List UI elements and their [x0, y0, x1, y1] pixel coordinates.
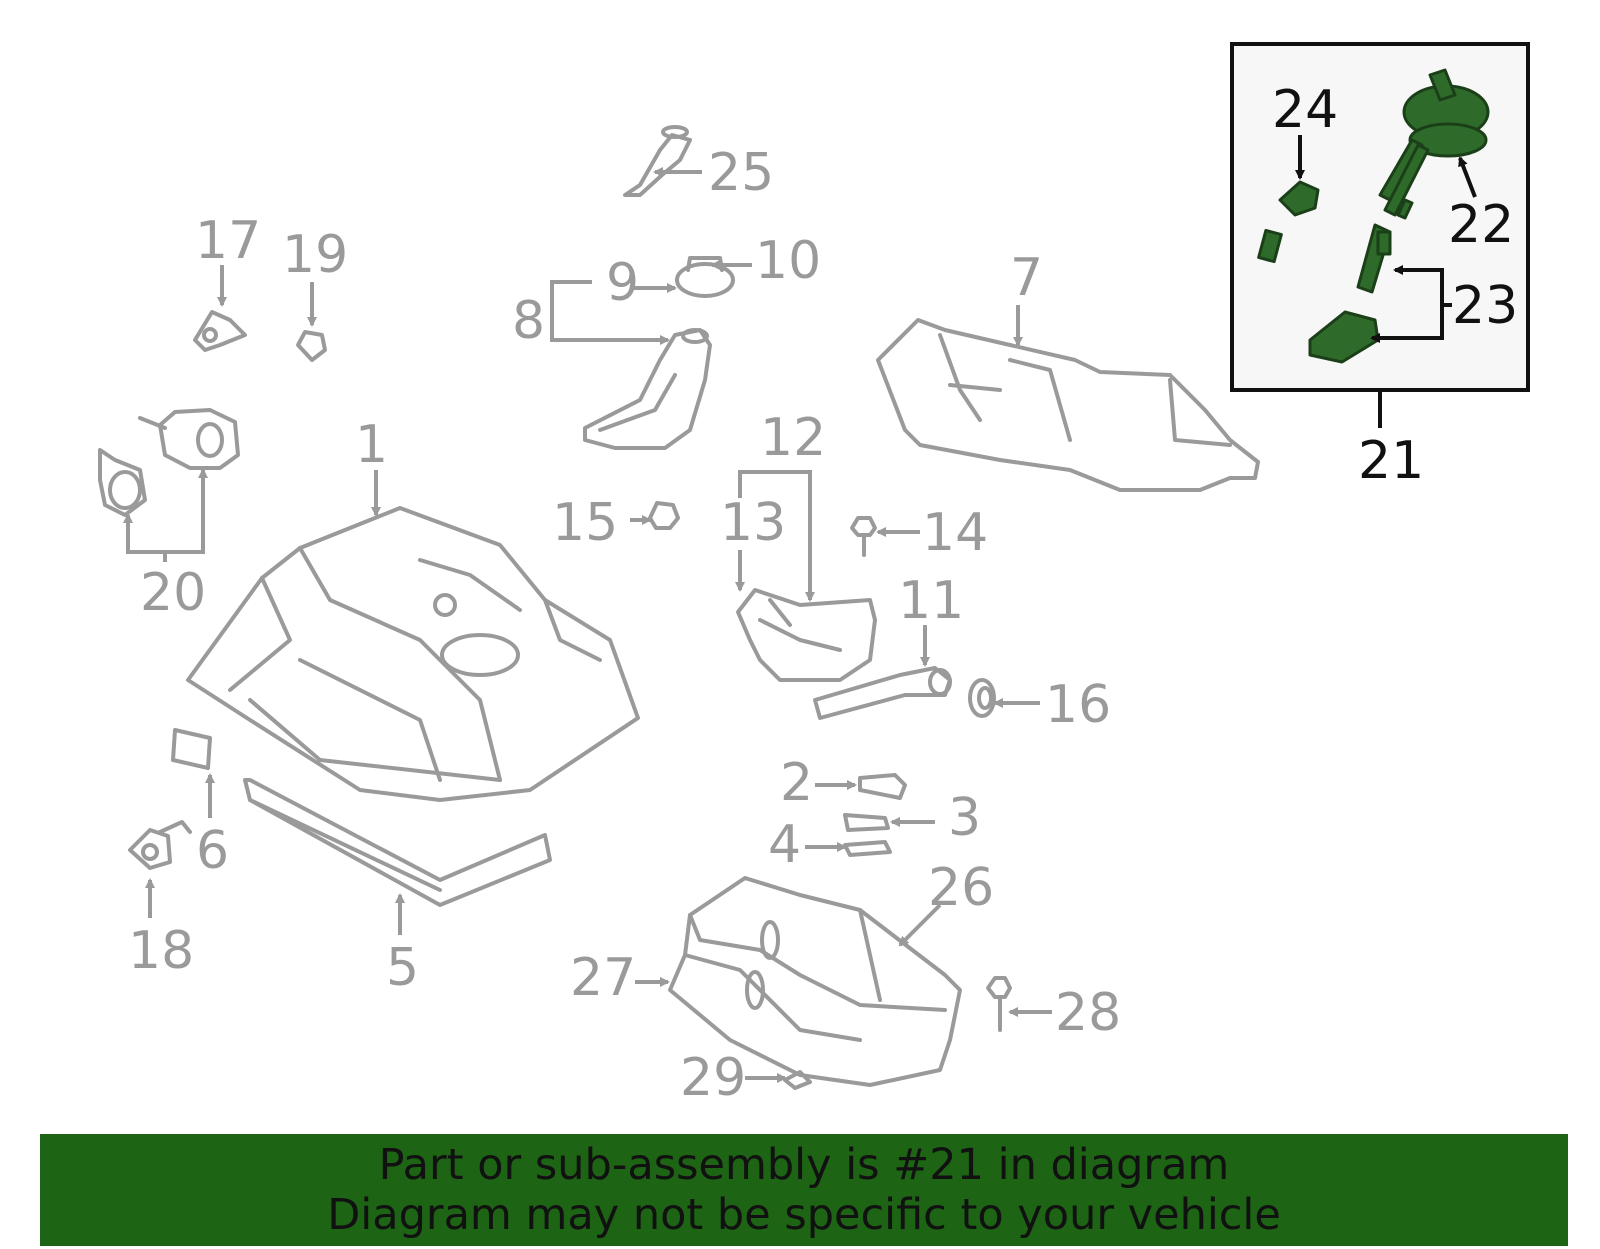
svg-text:6: 6 — [196, 821, 229, 881]
callout-28: 28 — [1008, 983, 1121, 1043]
part-4-clip — [843, 840, 892, 857]
callout-19: 19 — [282, 225, 348, 327]
part-7-heat-shield — [876, 318, 1260, 492]
part-20-canister-bracket — [98, 408, 240, 517]
part-2-clip — [858, 773, 907, 800]
info-banner: Part or sub-assembly is #21 in diagram D… — [40, 1134, 1568, 1246]
part-19-clip — [296, 330, 327, 362]
svg-text:25: 25 — [708, 143, 774, 203]
svg-text:13: 13 — [720, 493, 786, 553]
callout-8-9: 8 9 — [512, 253, 677, 351]
banner-line-1: Part or sub-assembly is #21 in diagram — [378, 1140, 1230, 1190]
svg-text:27: 27 — [570, 948, 636, 1008]
svg-text:17: 17 — [195, 211, 261, 271]
part-11-hose — [813, 666, 952, 720]
svg-text:3: 3 — [948, 788, 981, 848]
callout-23: 23 — [1370, 265, 1518, 343]
svg-text:12: 12 — [760, 408, 826, 468]
callout-21: 21 — [1358, 392, 1424, 491]
svg-text:10: 10 — [755, 231, 821, 291]
callout-10: 10 — [710, 231, 821, 291]
part-3-clip — [843, 813, 890, 832]
svg-text:22: 22 — [1448, 195, 1514, 255]
callout-17: 17 — [195, 211, 261, 307]
svg-text:14: 14 — [922, 503, 988, 563]
callout-2: 2 — [780, 753, 857, 813]
part-28-bolt — [986, 976, 1012, 1032]
svg-text:23: 23 — [1452, 276, 1518, 336]
part-18-valve — [128, 820, 192, 870]
callout-1: 1 — [355, 415, 388, 517]
svg-text:21: 21 — [1358, 431, 1424, 491]
callout-5: 5 — [386, 893, 419, 998]
part-5-tank-pad — [243, 778, 552, 907]
part-12-shield — [736, 588, 877, 682]
svg-text:2: 2 — [780, 753, 813, 813]
callout-25: 25 — [653, 143, 774, 203]
part-26-skid-plate — [668, 876, 962, 1087]
svg-text:1: 1 — [355, 415, 388, 475]
svg-text:15: 15 — [552, 493, 618, 553]
callout-22: 22 — [1448, 156, 1514, 255]
callout-26: 26 — [898, 858, 994, 947]
svg-text:5: 5 — [386, 938, 419, 998]
part-16-grommet — [968, 678, 996, 718]
svg-text:19: 19 — [282, 225, 348, 285]
part-6-pad — [171, 728, 212, 770]
svg-text:7: 7 — [1010, 248, 1043, 308]
svg-text:18: 18 — [128, 921, 194, 981]
svg-text:8: 8 — [512, 291, 545, 351]
callout-18: 18 — [128, 878, 194, 981]
callout-14: 14 — [876, 503, 988, 563]
svg-text:28: 28 — [1055, 983, 1121, 1043]
svg-text:20: 20 — [140, 563, 206, 623]
part-17-valve — [193, 310, 247, 352]
callout-7: 7 — [1010, 248, 1043, 347]
callout-3: 3 — [890, 788, 981, 848]
callout-4: 4 — [768, 815, 847, 875]
svg-text:29: 29 — [680, 1048, 746, 1108]
part-14-bolt — [850, 516, 877, 557]
part-15-nut — [648, 501, 680, 530]
banner-line-2: Diagram may not be specific to your vehi… — [327, 1190, 1281, 1240]
svg-text:16: 16 — [1045, 675, 1111, 735]
part-24-regulator — [1257, 180, 1320, 264]
callout-29: 29 — [680, 1048, 787, 1108]
svg-text:24: 24 — [1272, 80, 1338, 140]
svg-text:9: 9 — [606, 253, 639, 313]
callout-20: 20 — [123, 468, 208, 623]
part-25-hose — [623, 125, 692, 197]
part-29-clip — [783, 1070, 812, 1090]
callout-6: 6 — [196, 773, 229, 881]
svg-text:11: 11 — [898, 571, 964, 631]
callout-16: 16 — [993, 675, 1111, 735]
callout-12-13: 12 13 — [720, 408, 826, 602]
svg-text:4: 4 — [768, 815, 801, 875]
callout-15: 15 — [552, 493, 652, 553]
part-1-fuel-tank — [186, 506, 640, 802]
callout-11: 11 — [898, 571, 964, 667]
callout-24: 24 — [1272, 80, 1338, 180]
part-8-filler-neck — [583, 328, 712, 450]
part-22-fuel-sender — [1378, 68, 1490, 220]
callout-27: 27 — [570, 948, 670, 1008]
